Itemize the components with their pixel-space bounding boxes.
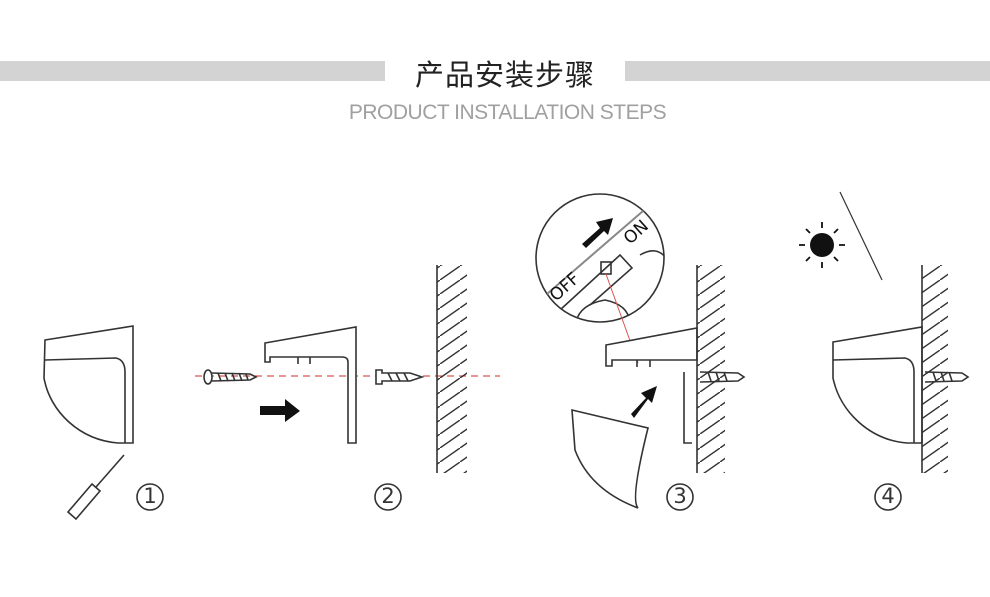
arrow-right-icon [260, 399, 300, 422]
step-1: 1 [43, 325, 164, 521]
step-3: OFF ON 3 [535, 193, 746, 511]
day-night-divider [839, 191, 883, 281]
mounting-bracket [605, 327, 698, 367]
step-2: 2 [195, 265, 500, 511]
header-bar-right [625, 61, 990, 81]
step-number-4: 4 [881, 484, 894, 508]
installed-device [832, 326, 923, 444]
mounting-bracket [264, 326, 357, 444]
light-device [43, 325, 134, 444]
moon-icon [878, 206, 904, 240]
wall [437, 265, 467, 473]
screw-icon [203, 369, 258, 385]
page-title: 产品安装步骤 [414, 58, 595, 92]
step-number-3: 3 [673, 484, 686, 508]
screwdriver-icon [66, 454, 125, 521]
sun-icon [799, 222, 845, 268]
step-number-2: 2 [381, 484, 394, 508]
arrow-on-icon [582, 218, 613, 248]
page-subtitle: PRODUCT INSTALLATION STEPS [348, 101, 667, 124]
wall [922, 265, 948, 473]
device-cover [571, 408, 649, 509]
wall-anchor-icon [375, 369, 425, 385]
header-bar-left [0, 61, 385, 81]
switch-detail-callout: OFF ON [535, 193, 665, 323]
step-number-1: 1 [143, 484, 156, 508]
arrow-up-right-icon [631, 386, 657, 418]
wall [697, 265, 725, 473]
step-4: 4 [799, 191, 970, 511]
